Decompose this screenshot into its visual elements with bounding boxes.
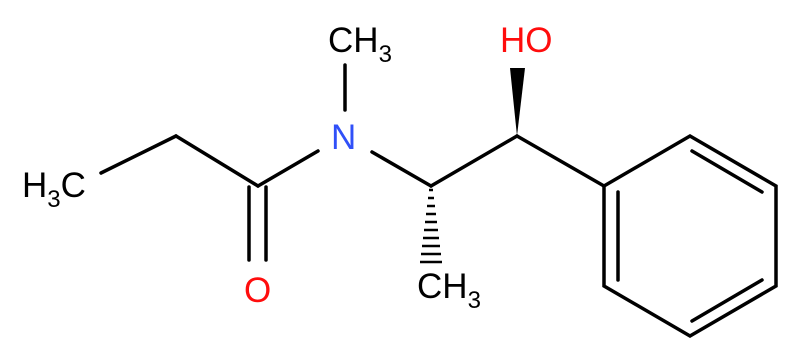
bond-carbinol-phenyl bbox=[515, 134, 606, 188]
c-methyl-label: CH3 bbox=[417, 267, 481, 314]
bond-chiral-carbons bbox=[429, 134, 519, 188]
hash-bond-methyl bbox=[420, 188, 442, 264]
bond-ch2-carbonyl bbox=[174, 134, 260, 188]
ethyl-methyl-label: H3C bbox=[22, 166, 86, 213]
phenyl-double-1 bbox=[690, 149, 764, 194]
phenyl-ring bbox=[602, 133, 778, 339]
bond-n-chiral-carbon bbox=[370, 150, 433, 188]
atom-labels: CH3 N O HO CH3 H3C bbox=[22, 21, 553, 314]
bond-carbonyl-n bbox=[256, 149, 320, 188]
phenyl-double-2 bbox=[690, 278, 764, 323]
nitrogen-label: N bbox=[331, 118, 356, 157]
n-methyl-label: CH3 bbox=[328, 21, 392, 68]
bonds bbox=[99, 63, 778, 339]
hydroxyl-label: HO bbox=[500, 21, 553, 60]
bond-ch3-ch2 bbox=[99, 134, 178, 175]
wedge-bond-hydroxyl bbox=[510, 68, 525, 136]
carbonyl-oxygen-label: O bbox=[244, 271, 271, 310]
